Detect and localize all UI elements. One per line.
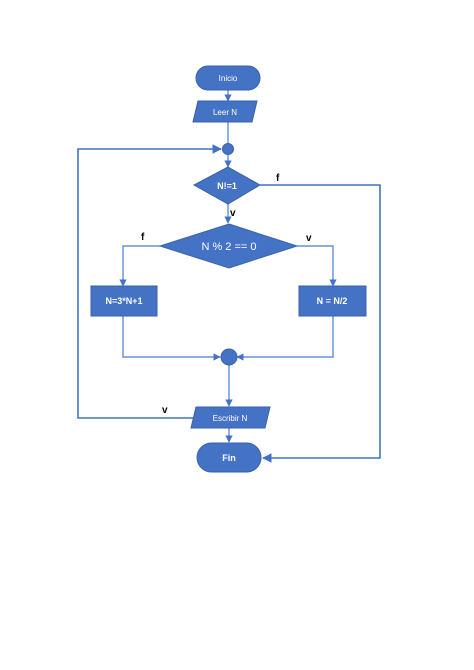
odd-step-label: N=3*N+1 xyxy=(105,296,142,306)
edge-write-back-to-loop xyxy=(77,144,222,419)
end-node xyxy=(196,442,262,473)
end-label: Fin xyxy=(222,453,236,463)
start-node xyxy=(195,65,261,91)
merge-junction xyxy=(220,348,238,366)
write-node xyxy=(190,406,271,429)
read-label: Leer N xyxy=(213,108,237,117)
start-label: Inicio xyxy=(219,74,238,83)
even-step-label: N = N/2 xyxy=(317,296,348,306)
edge-loop-false xyxy=(260,184,381,463)
parity-condition-label: N % 2 == 0 xyxy=(201,241,256,253)
edge-even-to-merge xyxy=(236,316,334,361)
write-back-label: v xyxy=(162,405,168,416)
write-label: Escribir N xyxy=(213,414,248,423)
loop-condition-label: N!=1 xyxy=(217,181,237,191)
parity-condition-node xyxy=(158,223,299,269)
parity-false-label: f xyxy=(141,232,145,243)
loop-junction xyxy=(222,143,234,155)
edge-parity-false xyxy=(119,245,160,287)
loop-condition-node xyxy=(192,166,261,205)
parity-true-label: v xyxy=(306,233,312,244)
edge-odd-to-merge xyxy=(122,316,221,361)
edge-parity-true xyxy=(297,245,337,287)
loop-false-label: f xyxy=(276,173,280,184)
odd-step-node xyxy=(90,285,158,317)
even-step-node xyxy=(298,285,367,317)
loop-true-label: v xyxy=(230,208,236,219)
read-node xyxy=(192,100,258,123)
